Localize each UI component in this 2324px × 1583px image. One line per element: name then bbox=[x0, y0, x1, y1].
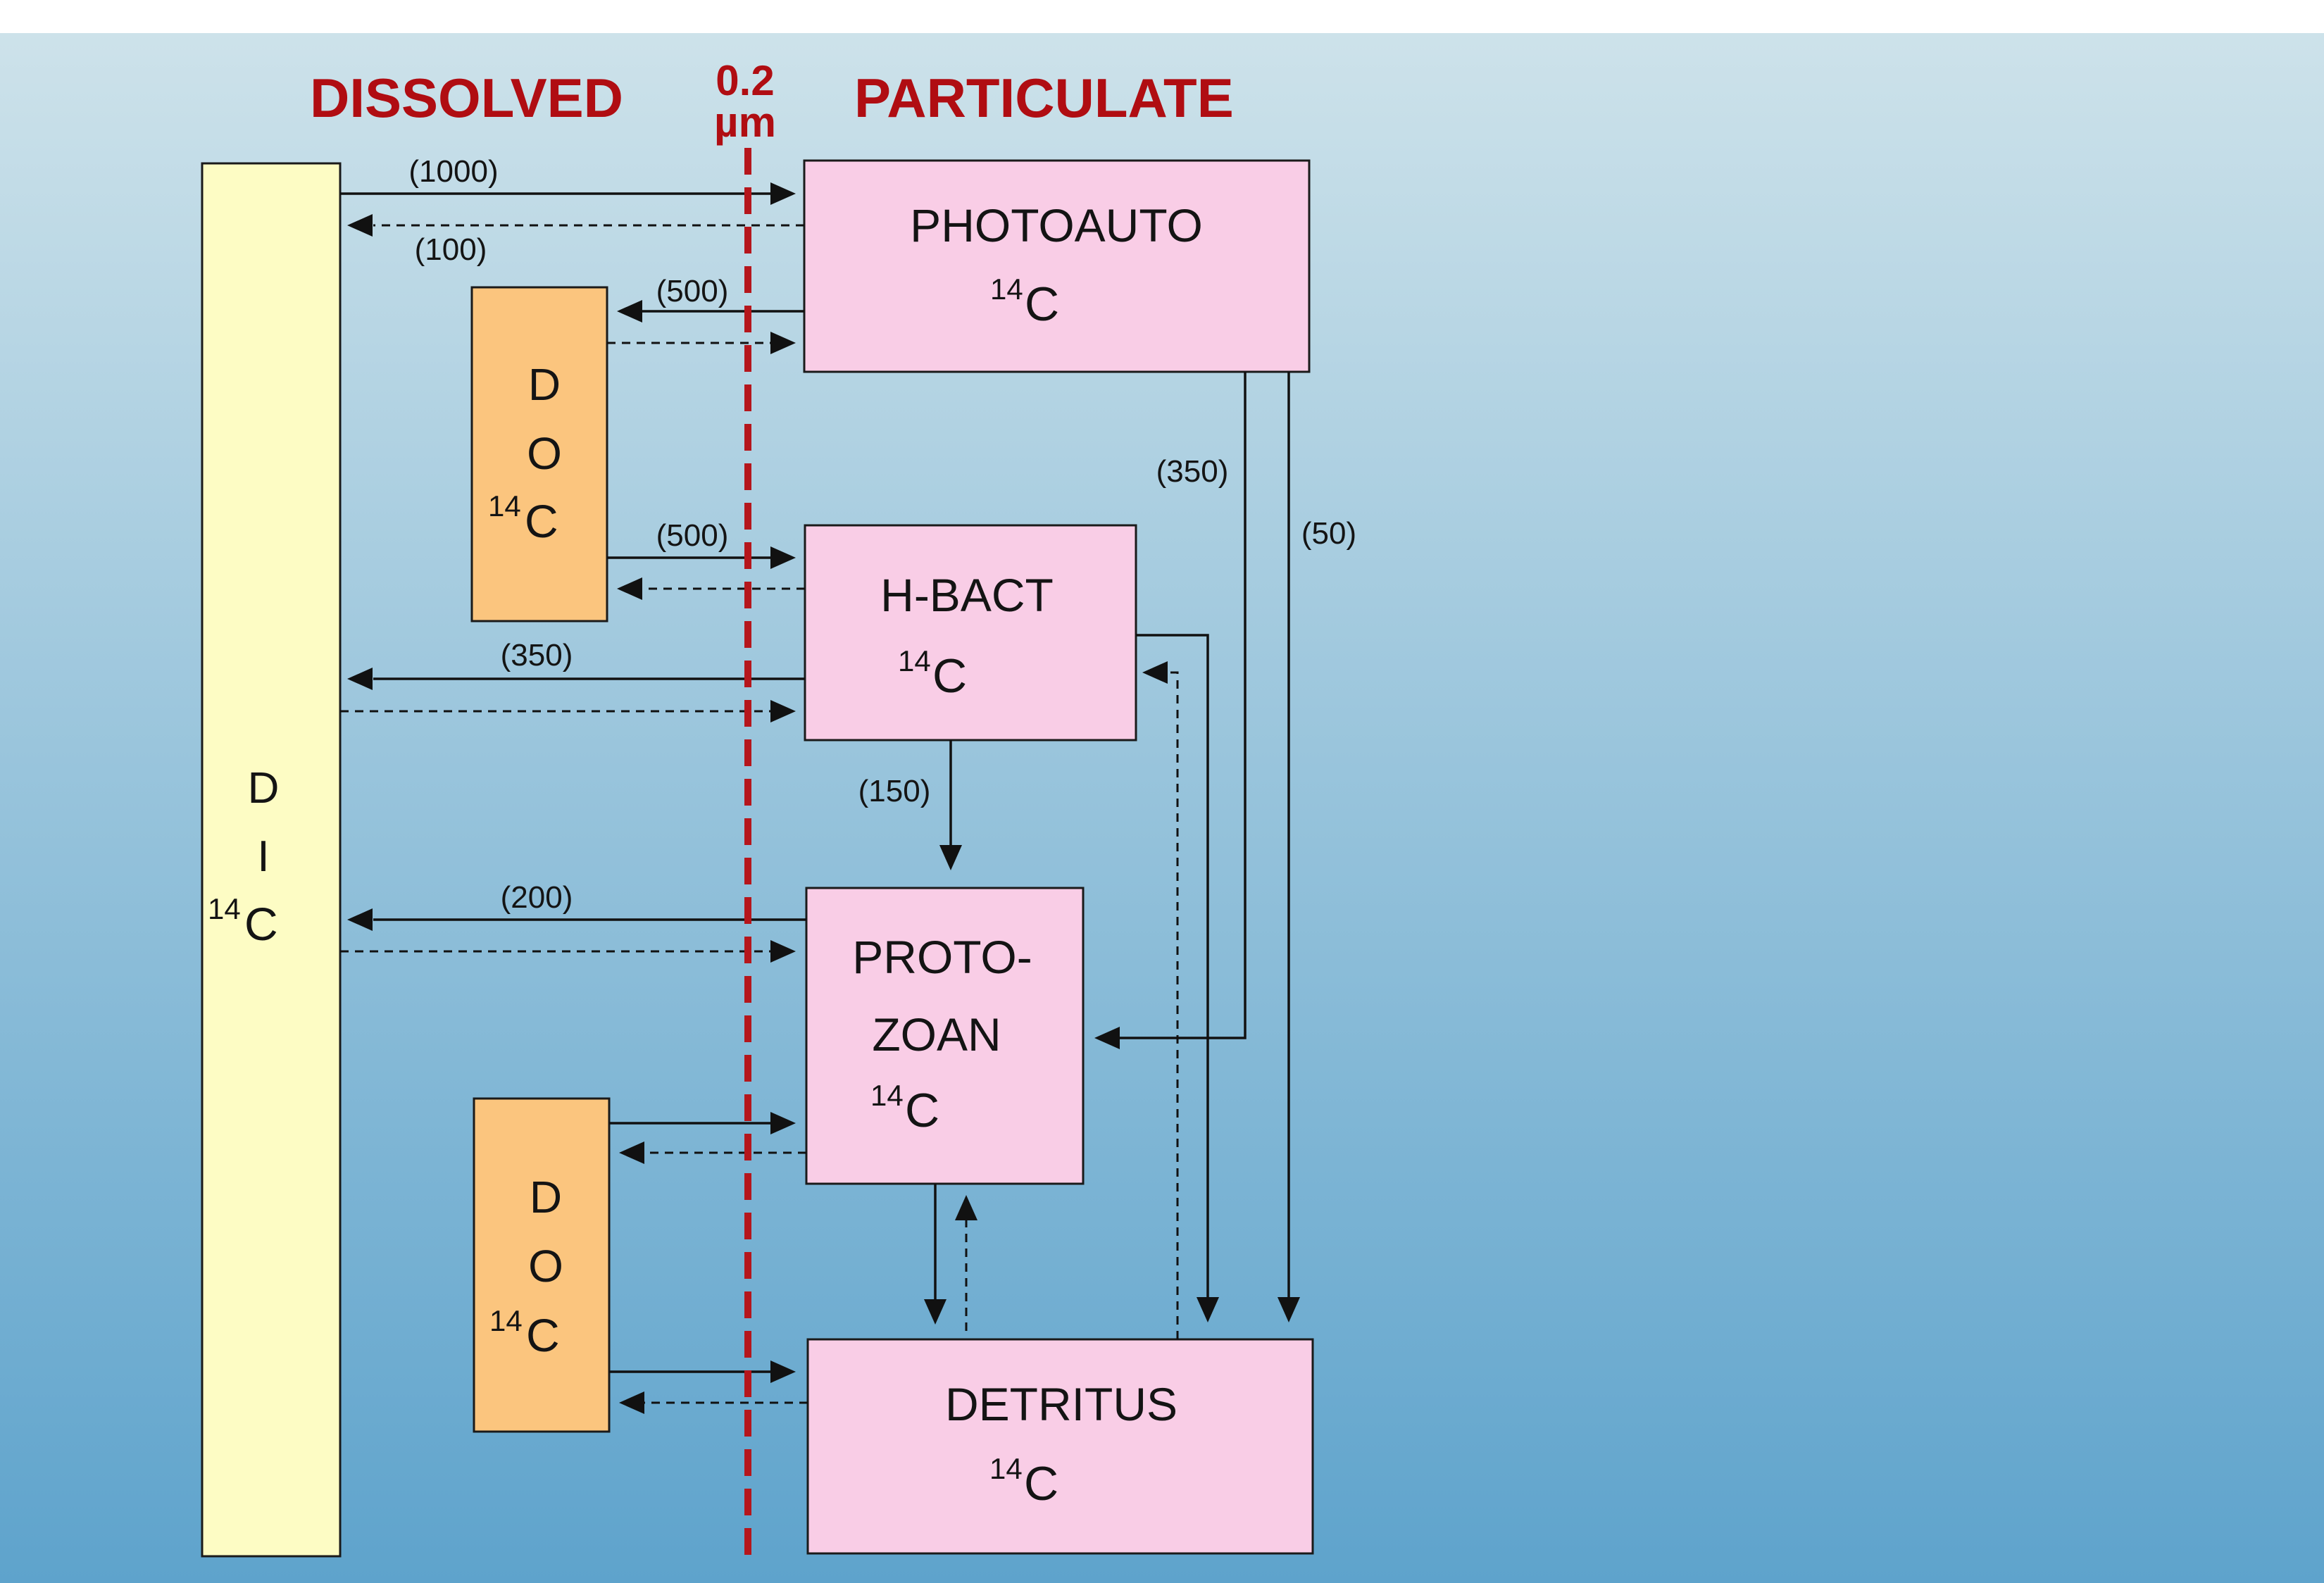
filter-unit-label: µm bbox=[714, 99, 776, 146]
dic-box bbox=[201, 162, 342, 1558]
doc-upper-letter-d: D bbox=[528, 359, 561, 410]
dic-element-label: C bbox=[244, 898, 278, 950]
dissolved-header: DISSOLVED bbox=[310, 67, 623, 129]
flow-label-dic-to-photoauto: (1000) bbox=[408, 154, 498, 189]
flow-doclower-to-detritus-arrowhead bbox=[770, 1360, 796, 1383]
flow-photoauto-to-protozoan-line bbox=[1120, 372, 1247, 1039]
doc-upper-box bbox=[470, 286, 608, 622]
doc-upper-letter-o: O bbox=[527, 428, 562, 479]
flow-hbact-to-doc-arrowhead bbox=[617, 577, 642, 600]
dic-letter-i: I bbox=[257, 832, 269, 881]
filter-size-label: 0.2 bbox=[716, 57, 774, 104]
protozoan-box bbox=[805, 887, 1085, 1185]
flow-protozoan-to-doclower-arrowhead bbox=[619, 1141, 644, 1164]
flow-hbact-to-dic-arrowhead bbox=[347, 668, 373, 690]
particulate-header: PARTICULATE bbox=[854, 67, 1234, 129]
doc-lower-isotope-label: 14 bbox=[489, 1304, 523, 1337]
dic-letter-d: D bbox=[248, 764, 280, 813]
flow-dic-to-hbact-arrowhead bbox=[770, 700, 796, 722]
doc-lower-box bbox=[473, 1097, 611, 1433]
flow-photoauto-to-doc-arrowhead bbox=[617, 300, 642, 323]
flow-label-protozoan-to-dic: (200) bbox=[501, 880, 573, 915]
detritus-name: DETRITUS bbox=[945, 1378, 1177, 1430]
flow-photoauto-to-dic-arrowhead bbox=[347, 214, 373, 237]
flow-hbact-to-detritus-line bbox=[1136, 634, 1209, 1297]
hbact-box bbox=[804, 524, 1137, 742]
protozoan-name-line1: PROTO- bbox=[852, 931, 1032, 983]
photoauto-element-label: C bbox=[1025, 277, 1059, 331]
detritus-element-label: C bbox=[1024, 1457, 1058, 1510]
photoauto-name: PHOTOAUTO bbox=[910, 199, 1203, 251]
detritus-isotope-label: 14 bbox=[989, 1452, 1023, 1485]
flow-label-hbact-to-protozoan: (150) bbox=[858, 774, 931, 808]
detritus-box bbox=[806, 1338, 1314, 1555]
flow-detritus-to-protozoan-arrowhead bbox=[955, 1195, 977, 1220]
flow-label-photoauto-to-detritus: (50) bbox=[1301, 516, 1356, 551]
protozoan-isotope-label: 14 bbox=[870, 1079, 904, 1112]
flow-doclower-to-protozoan-arrowhead bbox=[770, 1112, 796, 1134]
flow-label-photoauto-to-protozoan: (350) bbox=[1156, 454, 1229, 489]
doc-upper-element-label: C bbox=[525, 495, 558, 547]
hbact-isotope-label: 14 bbox=[898, 644, 931, 677]
hbact-element-label: C bbox=[932, 649, 967, 703]
flow-label-hbact-to-dic: (350) bbox=[501, 638, 573, 672]
flow-photoauto-to-protozoan-arrowhead bbox=[1094, 1027, 1120, 1049]
protozoan-name-line2: ZOAN bbox=[872, 1008, 1001, 1060]
flow-doc-to-photoauto-arrowhead bbox=[770, 332, 796, 354]
flow-protozoan-to-dic-arrowhead bbox=[347, 908, 373, 931]
dic-isotope-label: 14 bbox=[208, 892, 241, 925]
flow-photoauto-to-detritus-arrowhead bbox=[1277, 1297, 1300, 1322]
flow-dic-to-protozoan-arrowhead bbox=[770, 940, 796, 963]
flow-hbact-to-detritus-arrowhead bbox=[1197, 1297, 1219, 1322]
flow-label-photoauto-to-doc: (500) bbox=[656, 274, 729, 308]
flow-detritus-to-doclower-arrowhead bbox=[619, 1391, 644, 1414]
flow-label-photoauto-to-dic: (100) bbox=[415, 232, 487, 267]
flow-label-doc-to-hbact: (500) bbox=[656, 518, 729, 553]
doc-lower-element-label: C bbox=[526, 1309, 560, 1361]
doc-lower-letter-o: O bbox=[528, 1241, 563, 1291]
doc-upper-isotope-label: 14 bbox=[488, 489, 521, 523]
flow-dic-to-photoauto-arrowhead bbox=[770, 182, 796, 205]
hbact-name: H-BACT bbox=[880, 569, 1054, 621]
flow-doc-to-hbact-arrowhead bbox=[770, 546, 796, 569]
photoauto-isotope-label: 14 bbox=[990, 273, 1023, 306]
doc-lower-letter-d: D bbox=[530, 1172, 562, 1222]
flow-protozoan-to-detritus-arrowhead bbox=[924, 1299, 947, 1325]
protozoan-element-label: C bbox=[905, 1084, 939, 1137]
flow-detritus-to-hbact-arrowhead bbox=[1142, 661, 1168, 684]
flow-hbact-to-protozoan-arrowhead bbox=[939, 845, 962, 870]
flow-detritus-to-hbact-line bbox=[1170, 671, 1179, 1339]
photoauto-box bbox=[803, 159, 1311, 373]
